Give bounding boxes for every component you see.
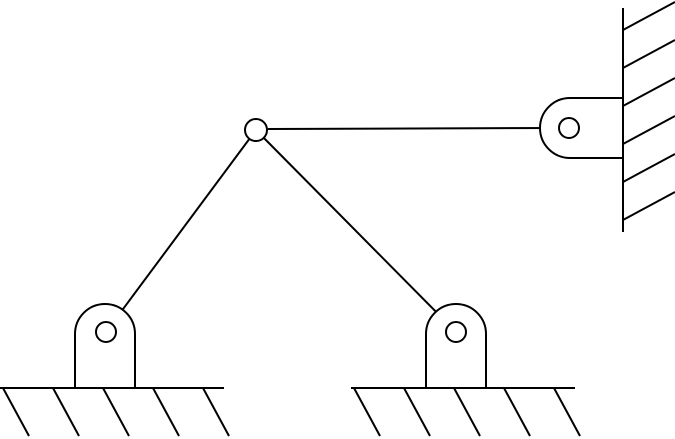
wall-support-right [539,1,675,232]
wall-hatch [622,1,675,221]
pin-right [445,321,467,343]
link-left [105,129,257,333]
ground-support-left [0,303,230,437]
ground-hatch-right [353,387,581,437]
pin-wall [558,117,580,139]
link-right [255,129,457,333]
ground-support-right [351,303,581,437]
link-top [267,127,559,130]
pin-joint-top [244,118,268,142]
pin-left [95,321,117,343]
ground-hatch-left [2,387,230,437]
